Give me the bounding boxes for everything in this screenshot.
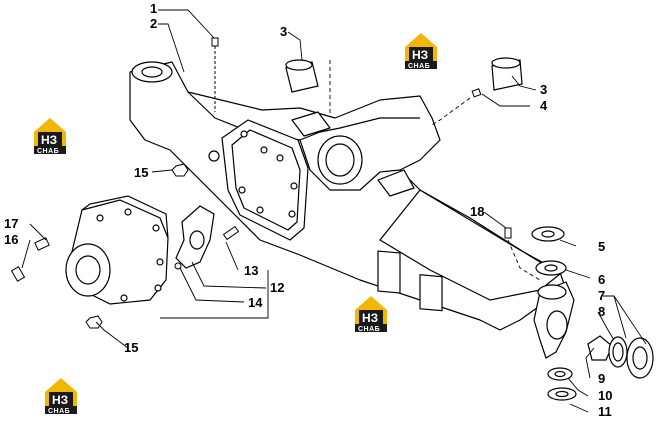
callout-3-right: 3 <box>540 82 547 97</box>
callout-13: 13 <box>244 263 258 278</box>
callout-18: 18 <box>470 204 484 219</box>
bushing-left <box>285 59 319 93</box>
callout-5: 5 <box>598 239 605 254</box>
washers-right <box>531 226 654 401</box>
callout-3-left: 3 <box>280 24 287 39</box>
callout-4: 4 <box>540 98 548 113</box>
bolts-misc <box>10 163 512 329</box>
watermark-logo-letters: НЗ <box>362 311 378 325</box>
callout-9: 9 <box>598 371 605 386</box>
watermark-logo-sub: СНАБ <box>408 63 430 70</box>
pin-right <box>471 88 482 98</box>
grease-fitting-top <box>211 37 219 112</box>
callout-16: 16 <box>4 232 18 247</box>
callout-7: 7 <box>598 288 605 303</box>
watermark-logo-center: НЗ СНАБ <box>355 296 387 333</box>
watermark-logo-left: НЗ СНАБ <box>34 118 66 155</box>
watermark-logo-letters: НЗ <box>412 48 428 62</box>
differential-carrier <box>65 195 169 305</box>
watermark-logo-top-right: НЗ СНАБ <box>405 33 437 70</box>
callout-8: 8 <box>598 304 605 319</box>
watermark-logo-sub: СНАБ <box>48 408 70 415</box>
watermark-logo-sub: СНАБ <box>37 148 59 155</box>
callout-labels: 1 2 3 3 4 5 6 7 8 9 10 11 12 13 14 15 15… <box>4 1 612 419</box>
watermark-logo-sub: СНАБ <box>358 326 380 333</box>
axle-housing <box>129 61 575 359</box>
callout-6: 6 <box>598 272 605 287</box>
callout-15-upper: 15 <box>134 165 148 180</box>
callout-14: 14 <box>248 295 263 310</box>
leader-lines <box>21 9 647 413</box>
callout-15-lower: 15 <box>124 340 138 355</box>
bearing-cap <box>175 205 215 269</box>
bushing-right <box>491 57 523 91</box>
watermark-logo-letters: НЗ <box>52 393 68 407</box>
callout-11: 11 <box>598 404 612 419</box>
callout-10: 10 <box>598 388 612 403</box>
callout-2: 2 <box>150 16 157 31</box>
watermark-logo-letters: НЗ <box>41 133 57 147</box>
callout-17: 17 <box>4 216 18 231</box>
callout-12: 12 <box>270 280 284 295</box>
watermark-logo-bottom-left: НЗ СНАБ <box>45 378 77 415</box>
callout-1: 1 <box>150 1 157 16</box>
